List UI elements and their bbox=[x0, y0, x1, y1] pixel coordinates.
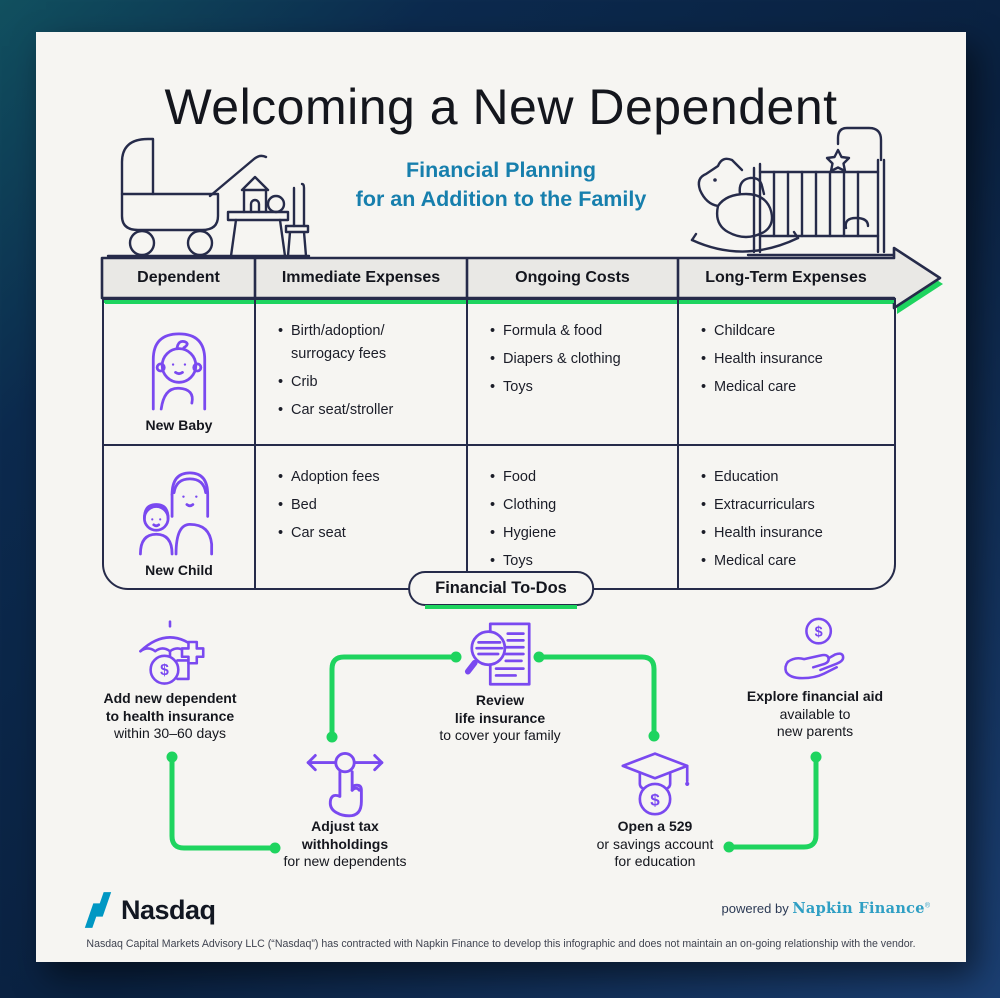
list-item: Toys bbox=[490, 550, 669, 573]
subtitle-line-2: for an Addition to the Family bbox=[355, 187, 647, 211]
todo-text-line: Open a 529 bbox=[617, 818, 693, 834]
powered-by: powered by Napkin Finance® bbox=[722, 900, 931, 917]
list-item: Bed bbox=[278, 494, 458, 517]
list-item: Hygiene bbox=[490, 522, 669, 545]
todo-text-line: within 30–60 days bbox=[113, 725, 227, 741]
trademark-symbol: ® bbox=[924, 902, 930, 910]
list-item: Health insurance bbox=[701, 522, 886, 545]
nasdaq-mark-icon bbox=[84, 892, 112, 928]
todo-text-line: or savings account bbox=[596, 835, 714, 852]
todo-health-insurance: $ Add new dependent to health insurance … bbox=[75, 618, 265, 743]
napkin-finance-wordmark: Napkin Finance bbox=[792, 900, 925, 917]
todo-text-line: new parents bbox=[776, 723, 854, 739]
horse-seat bbox=[738, 176, 766, 196]
todo-text-line: life insurance bbox=[454, 709, 546, 726]
mobile-star bbox=[825, 148, 851, 173]
rocking-horse-crib-illustration bbox=[684, 120, 896, 258]
stroller-bassinet bbox=[120, 192, 220, 232]
pillow bbox=[844, 216, 870, 230]
list-item: Birth/adoption/ surrogacy fees bbox=[278, 320, 458, 366]
stroller-hood bbox=[120, 137, 155, 196]
list-item: Childcare bbox=[701, 320, 886, 343]
powered-by-text: powered by bbox=[721, 901, 789, 916]
crib-right-post bbox=[876, 158, 886, 254]
svg-text:$: $ bbox=[160, 662, 169, 679]
svg-text:$: $ bbox=[815, 625, 823, 641]
todo-text-line: available to bbox=[779, 705, 851, 722]
nasdaq-logo: Nasdaq bbox=[82, 890, 216, 930]
horse-head bbox=[697, 157, 744, 208]
todo-flow-connectors bbox=[166, 651, 822, 854]
infographic-card: Welcoming a New Dependent Financial Plan… bbox=[36, 32, 966, 962]
todo-text-line: to health insurance bbox=[105, 707, 235, 724]
list-item: Medical care bbox=[701, 550, 886, 573]
mobile-arm bbox=[836, 126, 883, 162]
todo-529-savings: $ Open a 529 or savings account for educ… bbox=[560, 746, 750, 871]
todo-text-line: Adjust tax bbox=[311, 818, 379, 834]
list-item: Car seat bbox=[278, 522, 458, 545]
column-header-longterm: Long-Term Expenses bbox=[705, 269, 867, 286]
cell-child-longterm: Education Extracurriculars Health insura… bbox=[677, 444, 894, 588]
list-item: Car seat/stroller bbox=[278, 399, 458, 422]
umbrella-insurance-icon: $ bbox=[139, 620, 205, 685]
list-item: Education bbox=[701, 466, 886, 489]
list-item: Clothing bbox=[490, 494, 669, 517]
cell-baby-immediate: Birth/adoption/ surrogacy fees Crib Car … bbox=[254, 300, 466, 444]
cell-baby-ongoing: Formula & food Diapers & clothing Toys bbox=[466, 300, 677, 444]
row-label: New Baby bbox=[145, 416, 213, 433]
todo-life-insurance: Review life insurance to cover your fami… bbox=[405, 618, 595, 745]
todo-financial-aid: $ Explore financial aid available to new… bbox=[720, 614, 910, 741]
list-item: Adoption fees bbox=[278, 466, 458, 489]
list-item: Medical care bbox=[701, 376, 886, 399]
column-header-dependent: Dependent bbox=[137, 269, 220, 286]
column-header-immediate: Immediate Expenses bbox=[281, 269, 441, 286]
todo-text-line: for education bbox=[614, 853, 696, 869]
arrow-green-underline bbox=[102, 299, 896, 303]
todo-text-line: withholdings bbox=[301, 835, 389, 852]
subtitle: Financial Planning for an Addition to th… bbox=[36, 156, 966, 214]
disclaimer-text: Nasdaq Capital Markets Advisory LLC (“Na… bbox=[86, 938, 916, 950]
list-item: Formula & food bbox=[490, 320, 669, 343]
todo-text-line: for new dependents bbox=[283, 853, 407, 869]
stroller-play-table-illustration bbox=[106, 132, 311, 258]
grad-cap-529-icon: $ bbox=[621, 752, 690, 816]
list-item: Diapers & clothing bbox=[490, 348, 669, 371]
list-item: Toys bbox=[490, 376, 669, 399]
cell-child-ongoing: Food Clothing Hygiene Toys bbox=[466, 444, 677, 588]
column-header-ongoing: Ongoing Costs bbox=[515, 269, 630, 286]
nasdaq-wordmark: Nasdaq bbox=[121, 894, 216, 925]
review-document-icon bbox=[464, 622, 531, 686]
todo-text-line: Add new dependent bbox=[103, 690, 237, 706]
hand-coin-icon: $ bbox=[784, 617, 845, 680]
list-item: Crib bbox=[278, 371, 458, 394]
cell-child-immediate: Adoption fees Bed Car seat bbox=[254, 444, 466, 588]
list-item: Extracurriculars bbox=[701, 494, 886, 517]
baby-icon bbox=[151, 331, 207, 410]
parent-child-icon bbox=[139, 471, 214, 555]
crib-left-post bbox=[752, 162, 762, 254]
tax-slider-icon bbox=[306, 751, 384, 818]
todo-text-line: Explore financial aid bbox=[746, 688, 884, 704]
row-label: New Child bbox=[145, 561, 213, 578]
list-item: Food bbox=[490, 466, 669, 489]
horse-body bbox=[715, 192, 774, 239]
financial-todos-pill: Financial To-Dos bbox=[408, 571, 594, 606]
svg-text:$: $ bbox=[650, 791, 660, 810]
cell-baby-longterm: Childcare Health insurance Medical care bbox=[677, 300, 894, 444]
todo-tax-withholdings: Adjust tax withholdings for new dependen… bbox=[250, 740, 440, 871]
list-item: Health insurance bbox=[701, 348, 886, 371]
page-title: Welcoming a New Dependent bbox=[164, 79, 838, 135]
table-row-baby-dependent: New Baby bbox=[104, 300, 254, 444]
table-row-child-dependent: New Child bbox=[104, 444, 254, 588]
chair-back bbox=[292, 182, 306, 228]
play-table bbox=[226, 210, 290, 222]
pill-green-underline bbox=[425, 605, 577, 609]
todo-text-line: to cover your family bbox=[439, 727, 561, 743]
rocker bbox=[690, 236, 800, 253]
expenses-table: New Baby Birth/adoption/ surrogacy fees … bbox=[102, 298, 896, 590]
todo-text-line: Review bbox=[475, 692, 525, 708]
subtitle-line-1: Financial Planning bbox=[406, 158, 596, 182]
